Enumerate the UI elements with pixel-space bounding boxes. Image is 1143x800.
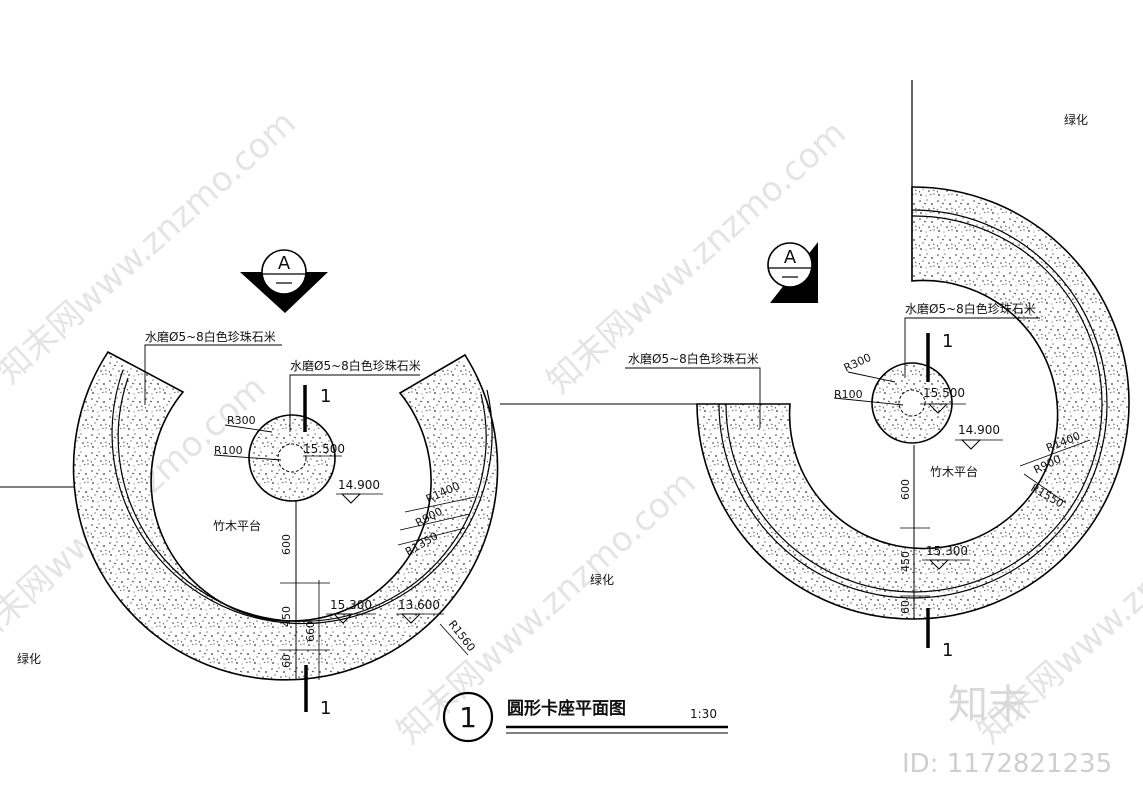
dimension-label: 60 <box>280 654 293 668</box>
radius-label: R100 <box>214 444 243 457</box>
material-note: 水磨Ø5~8白色珍珠石米 <box>905 301 1036 316</box>
title-scale: 1:30 <box>690 707 717 721</box>
radius-label: R300 <box>842 351 873 375</box>
cut-number: 1 <box>320 386 331 407</box>
elevation-label: 14.900 <box>958 423 1000 437</box>
cut-number: 1 <box>320 698 331 719</box>
greenery-label: 绿化 <box>1064 112 1088 127</box>
section-marker: A <box>240 249 328 313</box>
section-label: A <box>784 247 797 268</box>
platform-label: 竹木平台 <box>930 464 978 479</box>
ring-inner-line <box>111 369 493 625</box>
dimension-label: 660 <box>304 621 317 642</box>
elevation-label: 15.500 <box>303 442 345 456</box>
title-text: 圆形卡座平面图 <box>507 698 626 719</box>
greenery-label: 绿化 <box>17 651 41 666</box>
material-note: 水磨Ø5~8白色珍珠石米 <box>145 329 276 344</box>
title-number: 1 <box>459 701 477 734</box>
center-post-core <box>277 443 307 473</box>
greenery-label: 绿化 <box>590 572 614 587</box>
platform-label: 竹木平台 <box>213 518 261 533</box>
image-id-label: ID: 1172821235 <box>902 749 1112 779</box>
seat-ring <box>696 186 1130 620</box>
elevation-label: 14.900 <box>338 478 380 492</box>
dimension-label: 450 <box>280 606 293 627</box>
dimension-label: 600 <box>899 479 912 500</box>
radius-label: R100 <box>834 388 863 401</box>
right-plan: A 水磨Ø5~8白色珍珠石米 水磨Ø5~8白色珍珠石米 R300 R100 15… <box>625 80 1130 661</box>
left-plan: A 水磨Ø5~8白色珍珠石米 水磨Ø5~8白色珍珠石米 R300 R100 15… <box>0 249 697 719</box>
dimension-label: 60 <box>899 600 912 614</box>
section-label: A <box>278 253 291 274</box>
elevation-label: 15.300 <box>926 544 968 558</box>
radius-label: R300 <box>227 414 256 427</box>
elevation-label: 15.500 <box>923 386 965 400</box>
material-note: 水磨Ø5~8白色珍珠石米 <box>628 351 759 366</box>
cut-number: 1 <box>942 331 953 352</box>
ring-inner-line <box>725 215 1103 593</box>
center-post-core <box>898 389 926 417</box>
dimension-label: 600 <box>280 534 293 555</box>
drawing-title: 1 圆形卡座平面图 1:30 <box>442 691 728 743</box>
elevation-label: 15.300 <box>330 598 372 612</box>
section-marker: A <box>767 242 818 303</box>
dimension-label: 450 <box>899 551 912 572</box>
ring-inner-line <box>117 377 487 622</box>
brand-logo: 知末 <box>948 682 1028 728</box>
elevation-label: 13.600 <box>398 598 440 612</box>
cut-number: 1 <box>942 640 953 661</box>
watermark-text: 知末网www.znzmo.com <box>0 103 304 392</box>
material-note: 水磨Ø5~8白色珍珠石米 <box>290 358 421 373</box>
ring-inner-line <box>718 209 1108 599</box>
